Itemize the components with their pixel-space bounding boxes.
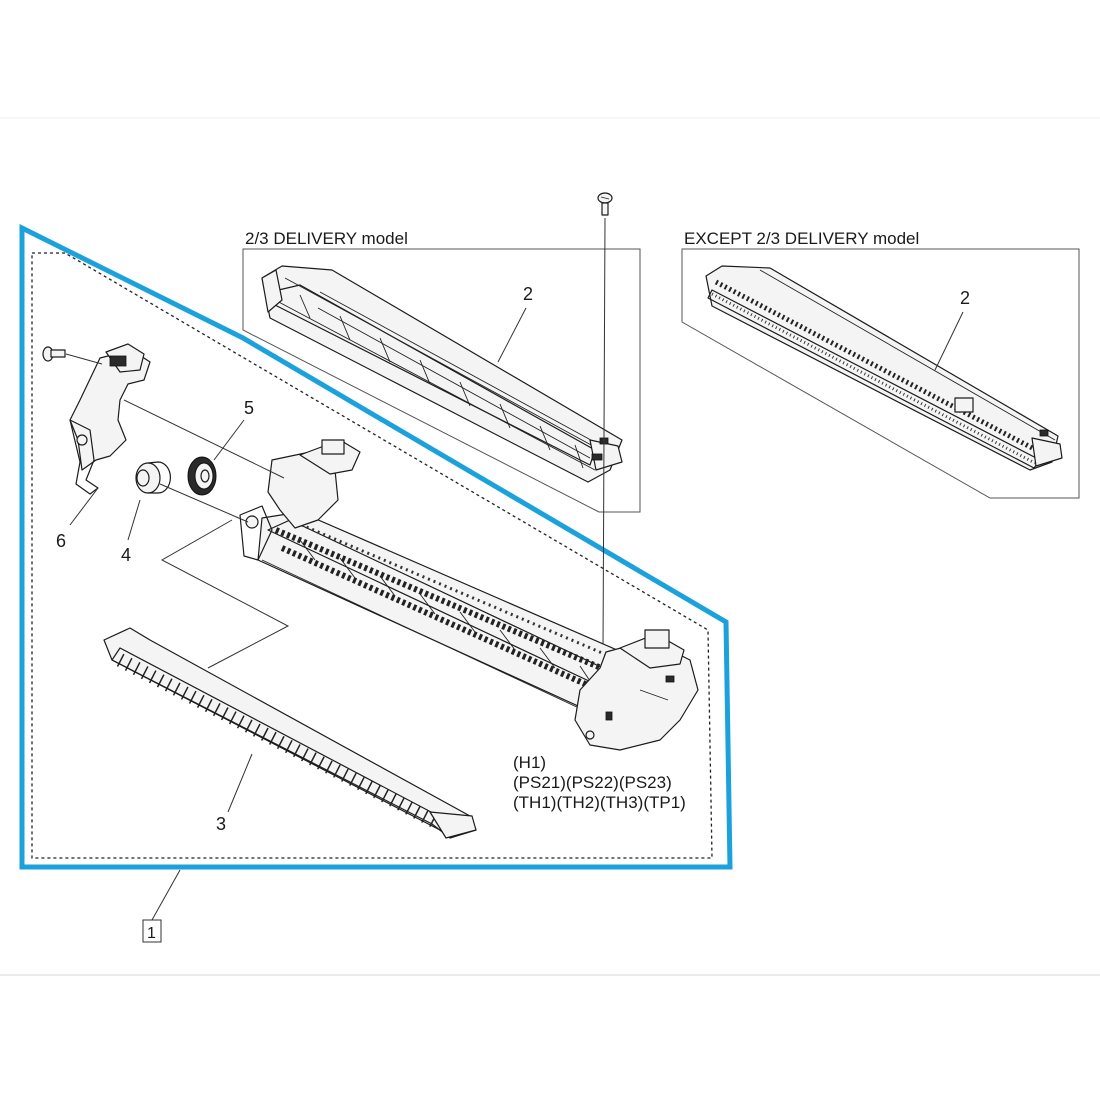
leader-to-duct: [160, 519, 290, 669]
callout-2-right: 2: [960, 288, 970, 308]
leader-1: [151, 869, 181, 921]
callout-4: 4: [121, 545, 131, 565]
gear-part: [187, 456, 217, 496]
bushing-part: [135, 461, 171, 494]
panel-left-frame: [242, 248, 641, 513]
bushing-gear-axis: [159, 483, 249, 523]
leader-6: [69, 487, 99, 526]
signal-label-h1: (H1): [513, 753, 546, 772]
callout-1: 1: [147, 925, 156, 942]
leader-5: [213, 419, 245, 461]
callout-1-box: [142, 919, 162, 943]
callout-5: 5: [244, 398, 254, 418]
screw-leader: [602, 217, 606, 651]
callout-2-left: 2: [523, 284, 533, 304]
delivery-guide-part-a: [261, 265, 623, 483]
panel-left-title: 2/3 DELIVERY model: [245, 229, 408, 248]
delivery-guide-part-b: [705, 265, 1063, 471]
leader-2-left: [497, 307, 527, 363]
bracket-part: [69, 343, 151, 495]
callout-3: 3: [216, 814, 226, 834]
panel-right-title: EXCEPT 2/3 DELIVERY model: [684, 229, 919, 248]
callout-6: 6: [56, 531, 66, 551]
leader-2-right: [934, 311, 964, 371]
lower-guide-part: [103, 627, 477, 839]
highlight-border: [19, 223, 733, 870]
leader-4: [127, 499, 141, 541]
top-screw-icon: [597, 192, 613, 216]
signal-label-ps: (PS21)(PS22)(PS23): [513, 773, 672, 792]
bracket-to-frame: [123, 399, 285, 479]
panel-right-frame: [681, 248, 1080, 499]
signal-label-th: (TH1)(TH2)(TH3)(TP1): [513, 793, 686, 812]
screw-to-bracket: [65, 353, 103, 365]
small-screw-icon: [42, 346, 66, 362]
leader-3: [227, 753, 253, 813]
fixing-unit-frame: [239, 439, 699, 751]
